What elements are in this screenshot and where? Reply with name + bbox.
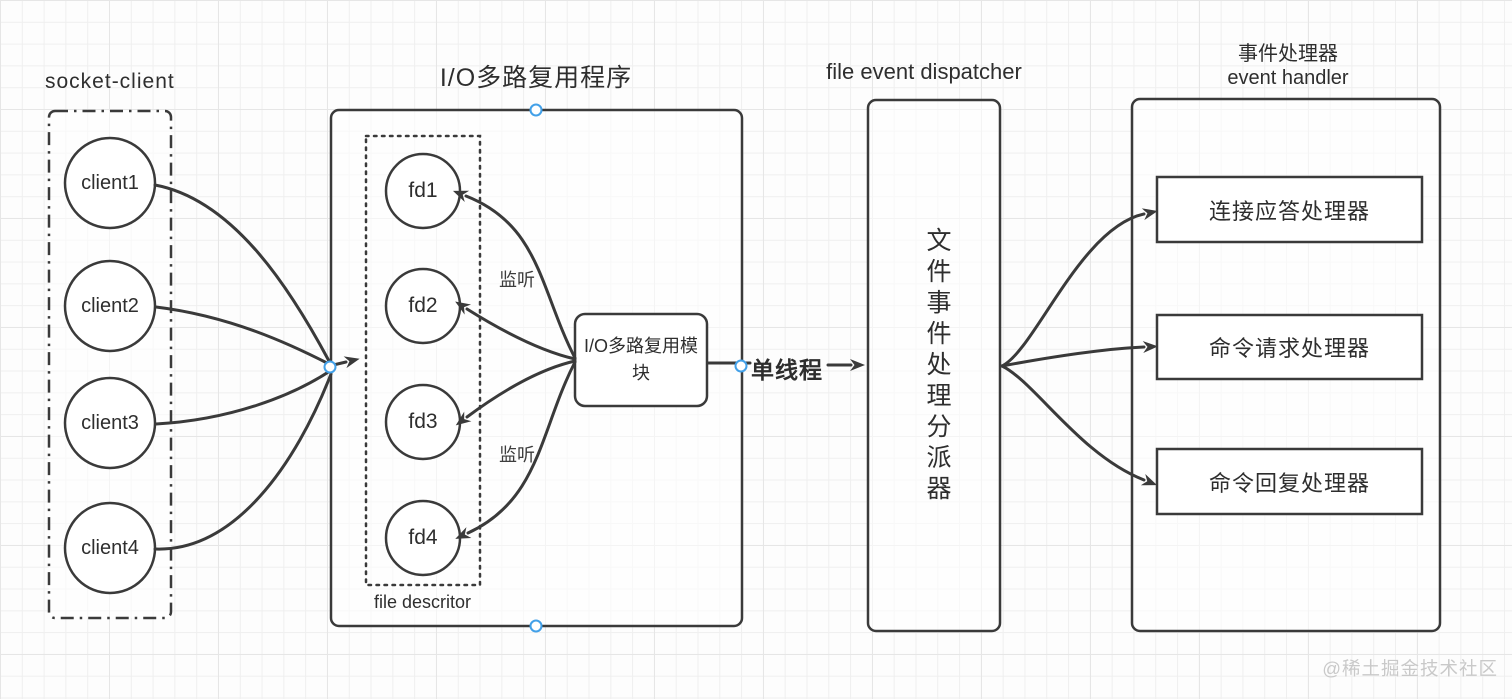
connector-listen-fd1 (452, 190, 577, 360)
selection-handle-bottom[interactable] (529, 619, 543, 633)
connector-handler1 (1000, 208, 1158, 368)
connector-client1 (153, 183, 331, 363)
fd1-label: fd1 (408, 179, 438, 202)
client1-circle (63, 136, 157, 230)
connector-client3 (154, 369, 332, 426)
socket-client-title: socket-client (45, 70, 175, 93)
handler-command-request-label: 命令请求处理器 (1208, 336, 1370, 361)
connector-handler2 (1000, 341, 1158, 368)
file-descriptor-group-box (364, 134, 482, 587)
connector-client4 (153, 372, 333, 551)
handler-command-reply-label: 命令回复处理器 (1208, 470, 1370, 496)
handler-connect-reply-label: 连接应答处理器 (1208, 198, 1370, 224)
file-descriptor-caption: file descritor (374, 592, 472, 612)
connector-listen-fd2 (455, 301, 577, 361)
fd4-label: fd4 (408, 526, 438, 549)
client3-label: client3 (81, 411, 139, 434)
selection-handle-right[interactable] (734, 359, 748, 373)
connector-handler3 (1000, 364, 1158, 486)
event-handler-title-en: event handler (1227, 67, 1349, 89)
socket-client-box (47, 109, 173, 620)
connector-listen-fd4 (455, 360, 577, 539)
io-module-label: I/O多路复用模块 (583, 336, 698, 383)
handler-box-command-reply (1155, 447, 1424, 516)
listen-label-top: 监听 (499, 270, 535, 290)
selection-handle-left[interactable] (323, 360, 337, 374)
event-handler-title-cn: 事件处理器 (1238, 43, 1338, 65)
io-program-title: I/O多路复用程序 (439, 64, 633, 92)
client4-label: client4 (81, 536, 139, 559)
handler-box-connect-reply (1155, 175, 1424, 244)
dispatcher-box (866, 98, 1002, 633)
connector-listen-fd3 (455, 359, 577, 426)
selection-handle-top[interactable] (529, 103, 543, 117)
dispatcher-vertical-text: 文件事件处理分派器 (923, 227, 951, 506)
single-thread-label: 单线程 (751, 357, 823, 383)
listen-label-bottom: 监听 (499, 445, 535, 465)
dispatcher-title: file event dispatcher (826, 59, 1022, 84)
client2-label: client2 (81, 294, 139, 317)
watermark: @稀土掘金技术社区 (1322, 658, 1498, 679)
connector-client2 (154, 305, 331, 366)
fd3-label: fd3 (408, 410, 438, 433)
client1-label: client1 (81, 171, 139, 194)
handler-box-command-request (1155, 313, 1424, 381)
fd2-label: fd2 (408, 294, 438, 317)
